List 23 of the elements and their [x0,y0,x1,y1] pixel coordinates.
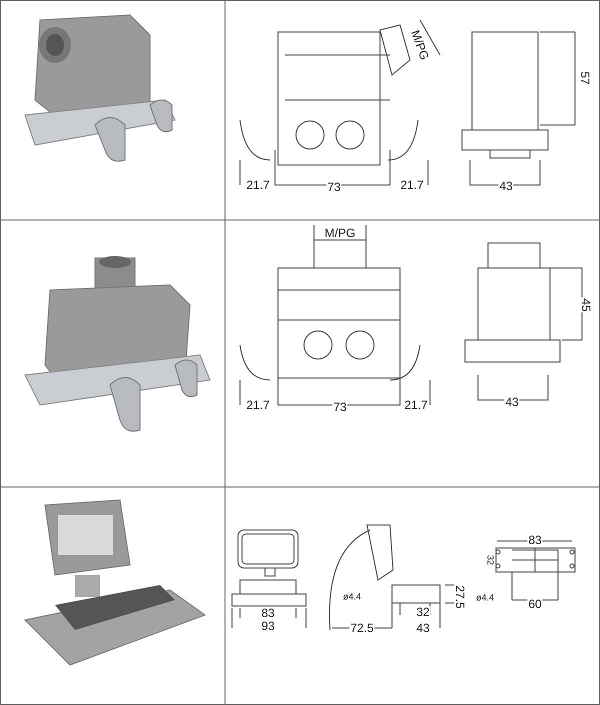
dimension-label: 32 [486,554,494,566]
dimension-label: 21.7 [245,399,271,411]
dimension-label: 43 [498,180,514,192]
dimension-label: 21.7 [403,399,429,411]
dimension-label: 73 [332,401,348,413]
dimension-label: 27.5 [454,584,466,610]
dimension-label: 21.7 [399,179,425,191]
dimension-label: M/PG [408,28,432,62]
dimension-label: 32 [415,606,431,618]
dimension-label: ø4.4 [475,594,495,602]
dimension-label: M/PG [324,227,356,239]
dimension-label: 57 [579,70,591,86]
dimension-label: 43 [415,622,431,634]
dimension-label: 43 [504,396,520,408]
dimension-label: 73 [326,181,342,193]
dimension-label: ø4.4 [342,592,362,602]
dimension-label: 60 [527,598,543,610]
dimension-label: 72.5 [349,622,375,634]
dimension-label: 83 [527,534,543,546]
dimension-label: 83 [260,607,276,619]
dimension-label: 45 [580,297,592,313]
dimension-label: 93 [260,620,276,632]
dimension-label: 21.7 [245,179,271,191]
